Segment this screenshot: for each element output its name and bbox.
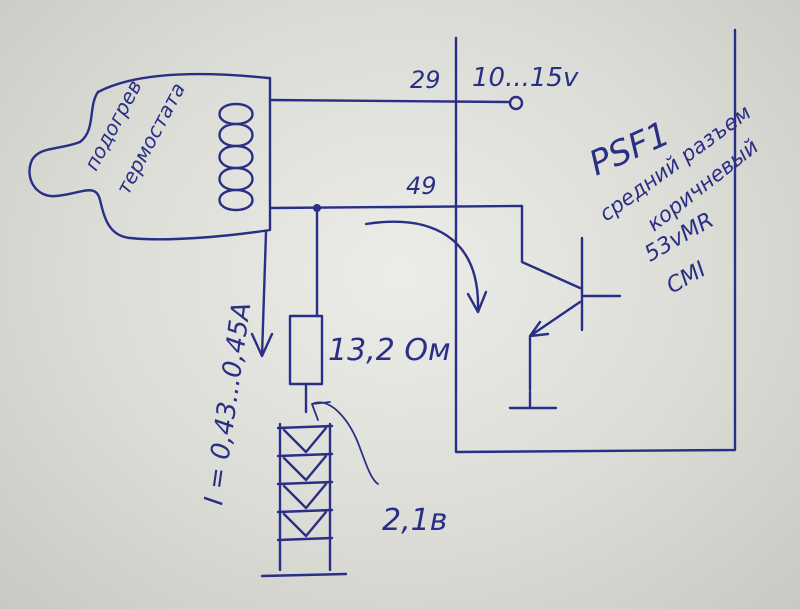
wire-pin29 <box>268 98 512 104</box>
heater-coil <box>218 102 254 212</box>
pin49-label: 49 <box>406 172 437 200</box>
wire-pin49 <box>268 204 524 234</box>
current-arrow <box>250 230 274 358</box>
ecu-current-arrow <box>364 220 488 314</box>
diode-stack <box>260 422 348 578</box>
transistor-symbol <box>508 230 622 410</box>
pin29-label: 29 <box>410 66 441 94</box>
connector-line4: CMI <box>663 257 711 299</box>
resistor <box>288 314 324 386</box>
resistor-value-label: 13,2 Ом <box>328 333 451 368</box>
pin29-terminal <box>508 95 524 111</box>
diode-voltage-pointer <box>311 401 379 485</box>
supply-voltage-label: 10...15v <box>472 63 579 93</box>
diode-voltage-label: 2,1в <box>382 503 447 538</box>
heater-body-outline <box>28 72 272 241</box>
ecu-box-outline <box>454 28 737 454</box>
current-label: I = 0,43...0,45А <box>199 300 257 507</box>
